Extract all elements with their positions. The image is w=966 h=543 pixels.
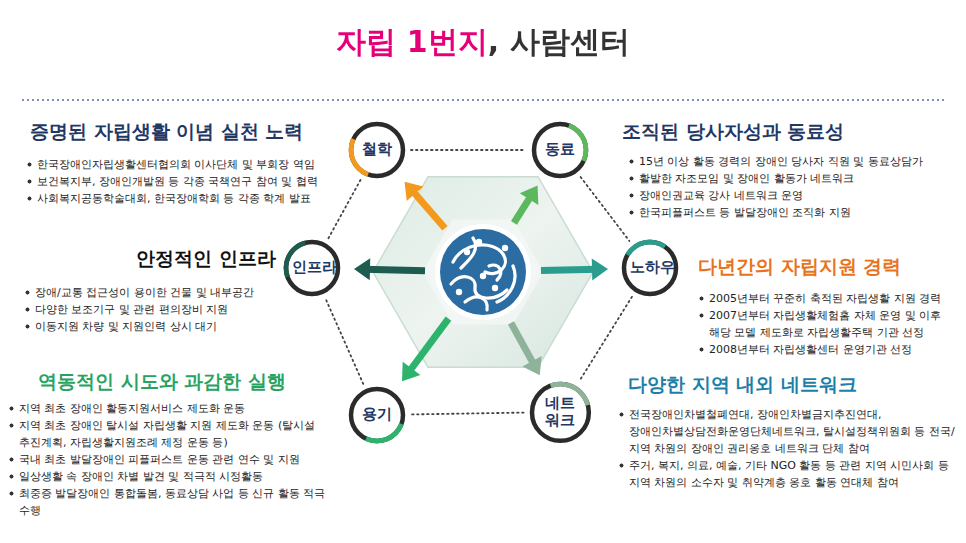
bullet-item: 보건복지부, 장애인개발원 등 각종 국책연구 참여 및 협력 (26, 173, 356, 190)
page-title: 자립 1번지, 사람센터 (336, 22, 629, 63)
bullet-list: 장애/교통 접근성이 용이한 건물 및 내부공간다양한 보조기구 및 관련 편의… (24, 284, 282, 335)
direction-arrow-head (592, 258, 608, 280)
bullet-item: 지역 최초 장애인 탈시설 자립생활 지원 제도화 운동 (탈시설 추진계획, … (8, 417, 346, 451)
bullet-item: 일상생활 속 장애인 차별 발견 및 적극적 시정활동 (8, 468, 346, 485)
section-heading: 다년간의 자립지원 경력 (698, 254, 958, 280)
logo-swirl (489, 265, 501, 280)
bullet-item: 2008년부터 자립생활센터 운영기관 선정 (698, 341, 960, 358)
logo-dot (476, 239, 482, 245)
bullet-item: 2007년부터 자립생활체험홈 자체 운영 및 이후 해당 모델 제도화로 자립… (698, 307, 960, 341)
direction-arrow-head (520, 186, 539, 205)
circle-accent-arc (365, 423, 404, 443)
bullet-item: 2005년부터 꾸준히 축적된 자립생활 지원 경력 (698, 290, 960, 307)
circle-accent-arc (625, 240, 666, 257)
bullet-item: 15년 이상 활동 경력의 장애인 당사자 직원 및 동료상담가 (628, 153, 963, 170)
direction-arrow-shaft (511, 323, 535, 367)
logo-dot (492, 285, 498, 291)
bullet-item: 사회복지공동학술대회, 한국장애학회 등 각종 학계 발표 (26, 190, 356, 207)
section-heading: 안정적인 인프라 (80, 246, 276, 272)
logo-dot (464, 249, 470, 255)
bullet-item: 활발한 자조모임 및 장애인 활동가 네트워크 (628, 170, 963, 187)
bullet-list: 한국장애인자립생활센터협의회 이사단체 및 부회장 역임보건복지부, 장애인개발… (26, 156, 356, 207)
keyword-text: 인프라 (292, 259, 332, 276)
direction-arrow-shaft (364, 269, 425, 270)
keyword-circle: 네트 워크 (529, 381, 592, 444)
bullet-item: 전국장애인차별철폐연대, 장애인차별금지추진연대, 장애인차별상담전화운영단체네… (618, 406, 962, 457)
logo-swirl (465, 297, 487, 310)
section-heading: 증명된 자립생활 이념 실천 노력 (30, 119, 340, 145)
title-rule (22, 99, 944, 101)
keyword-text: 네트 워크 (540, 395, 580, 430)
bullet-list: 15년 이상 활동 경력의 장애인 당사자 직원 및 동료상담가활발한 자조모임… (628, 153, 963, 221)
keyword-circle: 노하우 (621, 239, 679, 297)
direction-arrow-shaft (411, 189, 445, 228)
hexagon-inner (423, 220, 544, 325)
keyword-text: 철학 (362, 141, 392, 158)
keyword-circle: 용기 (348, 386, 406, 444)
logo-dot (456, 289, 462, 295)
bullet-item: 장애인권교육 강사 네트워크 운영 (628, 187, 963, 204)
logo-dot (480, 273, 486, 279)
center-hexagon (354, 177, 608, 382)
dotted-connector (411, 149, 526, 151)
section-heading: 조직된 당사자성과 동료성 (622, 119, 952, 145)
keyword-text: 노하우 (630, 259, 670, 276)
direction-arrow-head (405, 182, 424, 201)
bullet-item: 장애/교통 접근성이 용이한 건물 및 내부공간 (24, 284, 282, 301)
keyword-text: 용기 (362, 406, 392, 423)
direction-arrow-head (522, 356, 541, 375)
dotted-connector (326, 299, 364, 384)
keyword-circle: 인프라 (283, 239, 341, 297)
bullet-item: 이동지원 차량 및 지원인력 상시 대기 (24, 318, 282, 335)
keyword-text: 동료 (545, 141, 575, 158)
title-row: 자립 1번지, 사람센터 (0, 22, 966, 63)
bullet-list: 전국장애인차별철폐연대, 장애인차별금지추진연대, 장애인차별상담전화운영단체네… (618, 406, 962, 491)
direction-arrow-head (402, 362, 420, 381)
bullet-item: 국내 최초 발달장애인 피플퍼스트 운동 관련 연수 및 지원 (8, 451, 346, 468)
dotted-connector (581, 177, 630, 241)
dotted-connector (579, 297, 632, 381)
bullet-item: 한국피플퍼스트 등 발달장애인 조직화 지원 (628, 204, 963, 221)
section-heading: 다양한 지역 내외 네트워크 (628, 372, 948, 398)
logo-dot (502, 245, 508, 251)
logo-ring (435, 224, 531, 320)
direction-arrow-shaft (541, 269, 598, 270)
section-heading: 역동적인 시도와 과감한 실행 (38, 369, 338, 395)
logo-disk (440, 229, 526, 315)
keyword-circle: 동료 (531, 121, 589, 179)
direction-arrow-shaft (408, 319, 448, 374)
bullet-list: 2005년부터 꾸준히 축적된 자립생활 지원 경력2007년부터 자립생활체험… (698, 290, 960, 358)
keyword-circle: 철학 (348, 121, 406, 179)
bullet-item: 주거, 복지, 의료, 예술, 기타 NGO 활동 등 관련 지역 시민사회 등… (618, 457, 962, 491)
logo-swirl (461, 238, 476, 268)
bullet-item: 한국장애인자립생활센터협의회 이사단체 및 부회장 역임 (26, 156, 356, 173)
bullet-item: 최중증 발달장애인 통합돌봄, 동료상담 사업 등 신규 활동 적극 수행 (8, 485, 346, 519)
direction-arrow-head (354, 258, 370, 280)
bullet-list: 지역 최초 장애인 활동지원서비스 제도화 운동지역 최초 장애인 탈시설 자립… (8, 400, 346, 519)
dotted-connector (411, 413, 524, 415)
bullet-item: 다양한 보조기구 및 관련 편의장비 지원 (24, 301, 282, 318)
bullet-item: 지역 최초 장애인 활동지원서비스 제도화 운동 (8, 400, 346, 417)
